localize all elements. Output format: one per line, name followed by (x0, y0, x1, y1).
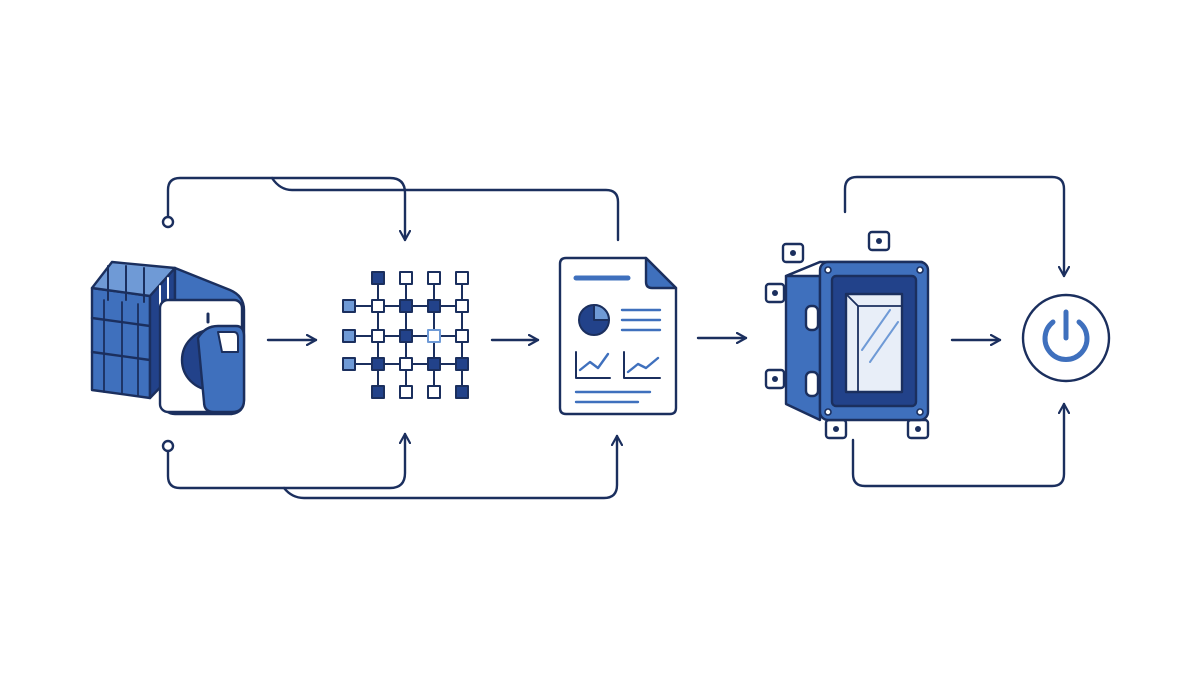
loop-bottom-enclosure (851, 402, 1064, 488)
matrix-grid-icon (342, 271, 469, 399)
power-icon[interactable] (1021, 293, 1111, 383)
loop-top-enclosure (843, 175, 1064, 278)
matrix-cells (342, 271, 469, 399)
connectors (161, 175, 1064, 500)
loop-top-switch (166, 176, 405, 242)
loop-top-start-dot (161, 215, 175, 229)
rotary-switch-icon (90, 260, 246, 416)
loop-bottom-switch (166, 432, 405, 490)
loop-bottom-start-dot (161, 439, 175, 453)
report-document-icon (558, 256, 678, 416)
loop-bottom-report (282, 434, 617, 500)
loop-top-report (270, 176, 620, 242)
enclosure-box-icon (764, 230, 930, 440)
